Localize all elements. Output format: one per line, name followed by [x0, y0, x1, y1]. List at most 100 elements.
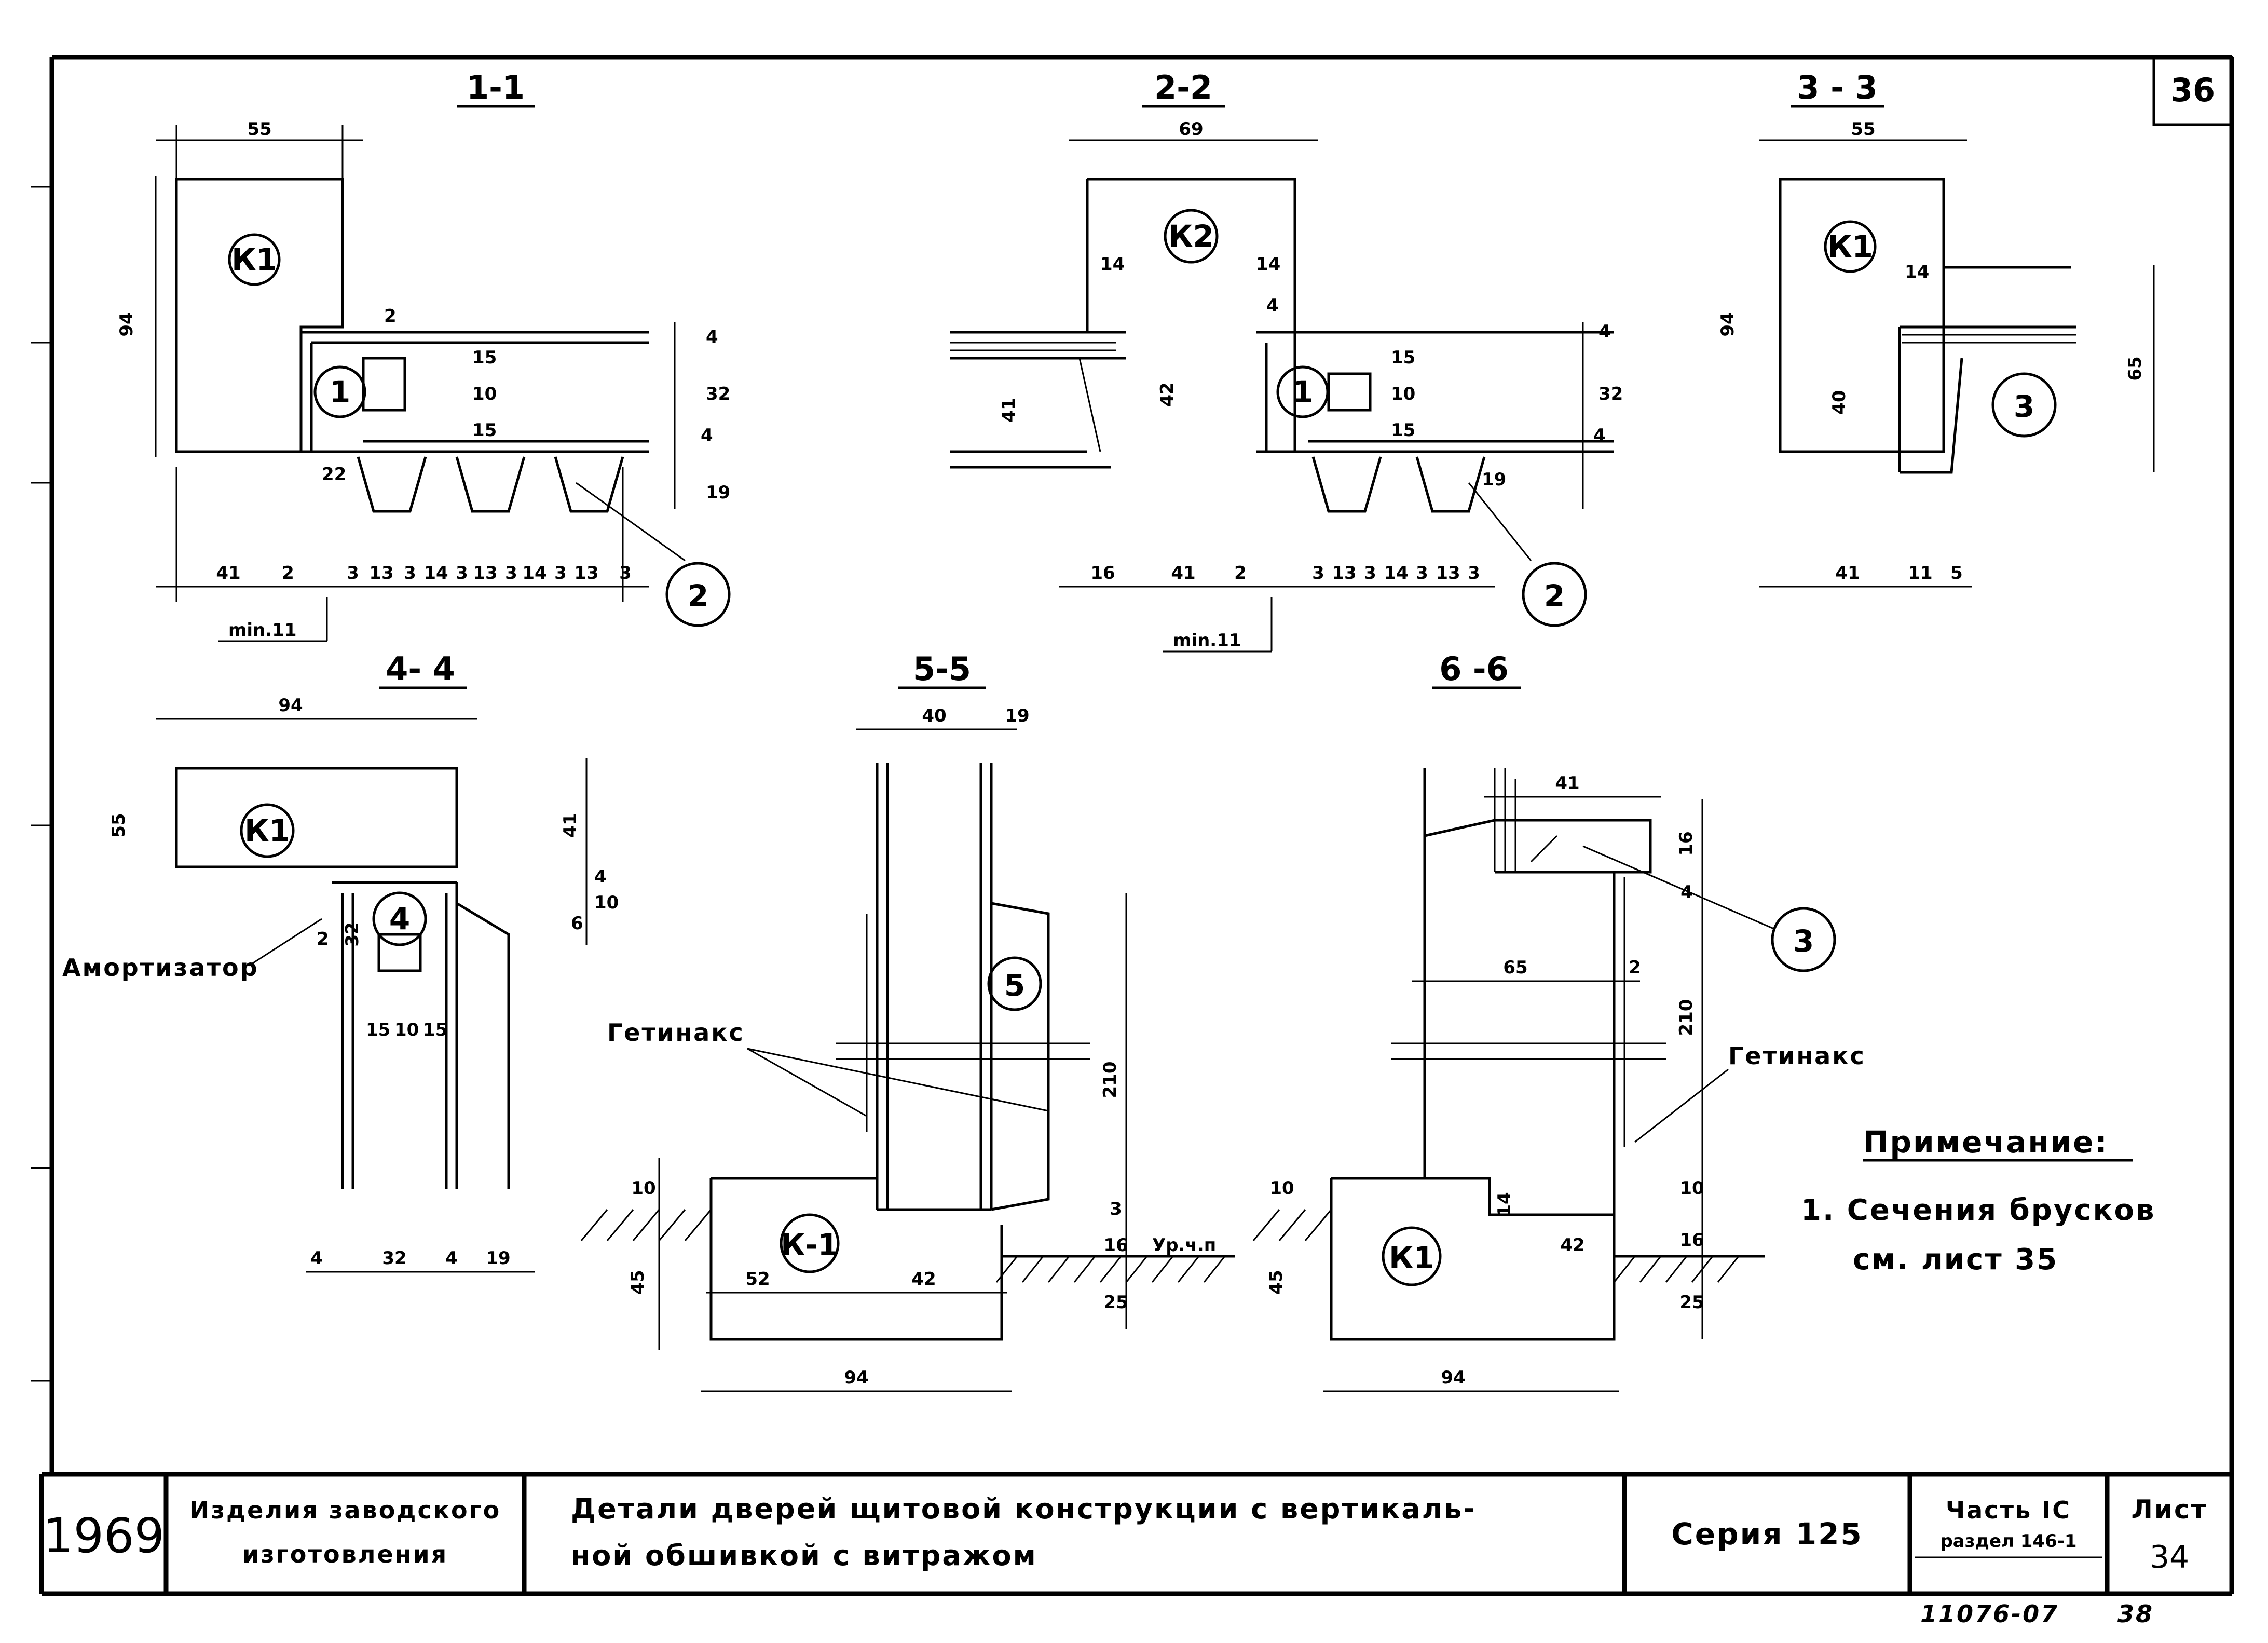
stamp-sheet-number: 34: [2150, 1539, 2189, 1576]
dim-top-b: 19: [1005, 705, 1029, 726]
dim-b: 4: [594, 866, 607, 887]
stamp-part-1: Часть IС: [1946, 1496, 2071, 1524]
dim-f: 10: [1269, 1178, 1294, 1199]
dim-d: 15: [472, 420, 497, 441]
note-title: Примечание:: [1863, 1124, 2109, 1160]
dim-f: 32: [706, 384, 730, 404]
dim-bottom-10: 3: [554, 563, 567, 583]
label-k-1: К-1: [781, 1227, 839, 1262]
dim-top: 94: [278, 695, 303, 716]
dim-j: 32: [1598, 384, 1623, 404]
label-getinaks: Гетинакс: [1728, 1042, 1866, 1070]
dim-e: 41: [999, 398, 1019, 422]
section-title: 3 - 3: [1797, 69, 1877, 106]
dim-c: 52: [745, 1269, 770, 1289]
dim-bottom-6: 14: [1384, 563, 1408, 583]
dim-bottom-0: 41: [216, 563, 240, 583]
corner-number-box: 36: [2152, 56, 2233, 126]
stamp-title-2: ной обшивкой с витражом: [571, 1539, 1037, 1572]
bottom-code: 11076-07: [1920, 1600, 2059, 1628]
dim-e: 4: [706, 327, 718, 347]
dim-bottom-1: 2: [282, 563, 294, 583]
dim-g: 10: [1391, 384, 1415, 404]
dim-bottom-6: 3: [456, 563, 468, 583]
dim-e: 3: [1110, 1199, 1122, 1219]
bottom-number: 38: [2117, 1600, 2154, 1628]
dim-l: 19: [1482, 469, 1506, 490]
dim-bottom-5: 14: [423, 563, 448, 583]
label-k1: К1: [1389, 1240, 1434, 1275]
dim-b: 45: [627, 1270, 648, 1294]
dim-h: 210: [1100, 1062, 1121, 1098]
dim-top: 69: [1179, 119, 1203, 140]
stamp-title-1: Детали дверей щитовой конструкции с верт…: [571, 1492, 1477, 1525]
dim-top: 55: [247, 119, 271, 140]
dim-bottom-2: 3: [347, 563, 359, 583]
callout-1: 1: [1292, 374, 1313, 410]
section-6-6: 6 -6 3 Гетинакс К1 41 16 4 210: [1252, 650, 1866, 1392]
stamp-sheet-label: Лист: [2131, 1495, 2207, 1525]
dim-bottom-2: 4: [445, 1248, 458, 1269]
stamp-part-2: раздел 146-1: [1940, 1531, 2076, 1552]
dim-h: 210: [1676, 999, 1697, 1036]
stamp-series: Серия 125: [1671, 1516, 1863, 1552]
section-4-4: 4- 4 К1 4 Амортизатор 94 55 41 4 10 6 32…: [62, 650, 619, 1273]
dim-g: 45: [1266, 1270, 1287, 1294]
dim-f: 16: [1103, 1235, 1128, 1256]
dim-f: 15: [1391, 347, 1415, 368]
dim-bottom-8: 13: [1436, 563, 1460, 583]
dim-a: 14: [1100, 254, 1125, 275]
dim-bottom-3: 13: [369, 563, 393, 583]
dim-bottom: 94: [844, 1367, 868, 1388]
dim-left: 94: [116, 312, 137, 336]
corner-number: 36: [2170, 71, 2215, 109]
label-min: min.11: [1173, 630, 1241, 651]
dim-i: 4: [1598, 321, 1611, 342]
section-3-3: 3 - 3 К1 3 55 94 14 40 65 41 11 5: [1717, 69, 2155, 588]
dim-bottom-4: 3: [404, 563, 416, 583]
label-k2: К2: [1168, 219, 1214, 254]
note-block: Примечание: 1. Сечения брусков см. лист …: [1801, 1124, 2154, 1277]
dim-d: 65: [1503, 957, 1527, 978]
dim-c: 4: [1266, 295, 1279, 316]
dim-b: 15: [472, 347, 497, 368]
section-title: 2-2: [1154, 69, 1212, 106]
callout-3: 3: [2014, 389, 2034, 424]
stamp-category-1: Изделия заводского: [189, 1496, 501, 1524]
callout-4: 4: [389, 901, 410, 936]
dim-b: 40: [1829, 390, 1850, 414]
stamp-year: 1969: [43, 1508, 165, 1564]
section-1-1: 1-1 К1 1 2 55 94 4 32 4 19 2 15 10 15 22: [116, 69, 731, 642]
label-k1: К1: [244, 813, 290, 848]
label-k1: К1: [1827, 229, 1873, 264]
callout-5: 5: [1004, 968, 1025, 1003]
dim-bottom-0: 4: [310, 1248, 323, 1269]
dim-g: 15: [366, 1020, 390, 1040]
callout-2: 2: [1544, 578, 1565, 614]
dim-bottom-4: 13: [1332, 563, 1356, 583]
dim-d: 6: [571, 913, 583, 934]
dim-bottom-2: 2: [1234, 563, 1247, 583]
callout-1: 1: [330, 374, 350, 410]
label-amortizator: Амортизатор: [62, 954, 259, 982]
dim-g: 4: [701, 425, 713, 446]
dim-a: 2: [384, 306, 397, 327]
stamp-category-2: изготовления: [242, 1540, 448, 1568]
dim-h: 10: [394, 1020, 419, 1040]
dim-d: 42: [1157, 382, 1178, 406]
dim-bottom-8: 3: [505, 563, 517, 583]
section-title: 1-1: [467, 69, 525, 106]
dim-bottom-9: 3: [1468, 563, 1480, 583]
dim-g: 25: [1103, 1292, 1128, 1313]
dim-left: 55: [108, 813, 129, 837]
dim-j: 42: [1560, 1235, 1584, 1256]
section-title: 4- 4: [386, 650, 455, 688]
dim-h: 19: [706, 482, 730, 503]
dim-k: 10: [1679, 1178, 1704, 1199]
dim-bottom-2: 5: [1950, 563, 1963, 583]
dim-a: 10: [631, 1178, 655, 1199]
callout-2: 2: [688, 578, 708, 614]
dim-e: 32: [342, 922, 363, 946]
dim-i: 22: [322, 464, 346, 485]
